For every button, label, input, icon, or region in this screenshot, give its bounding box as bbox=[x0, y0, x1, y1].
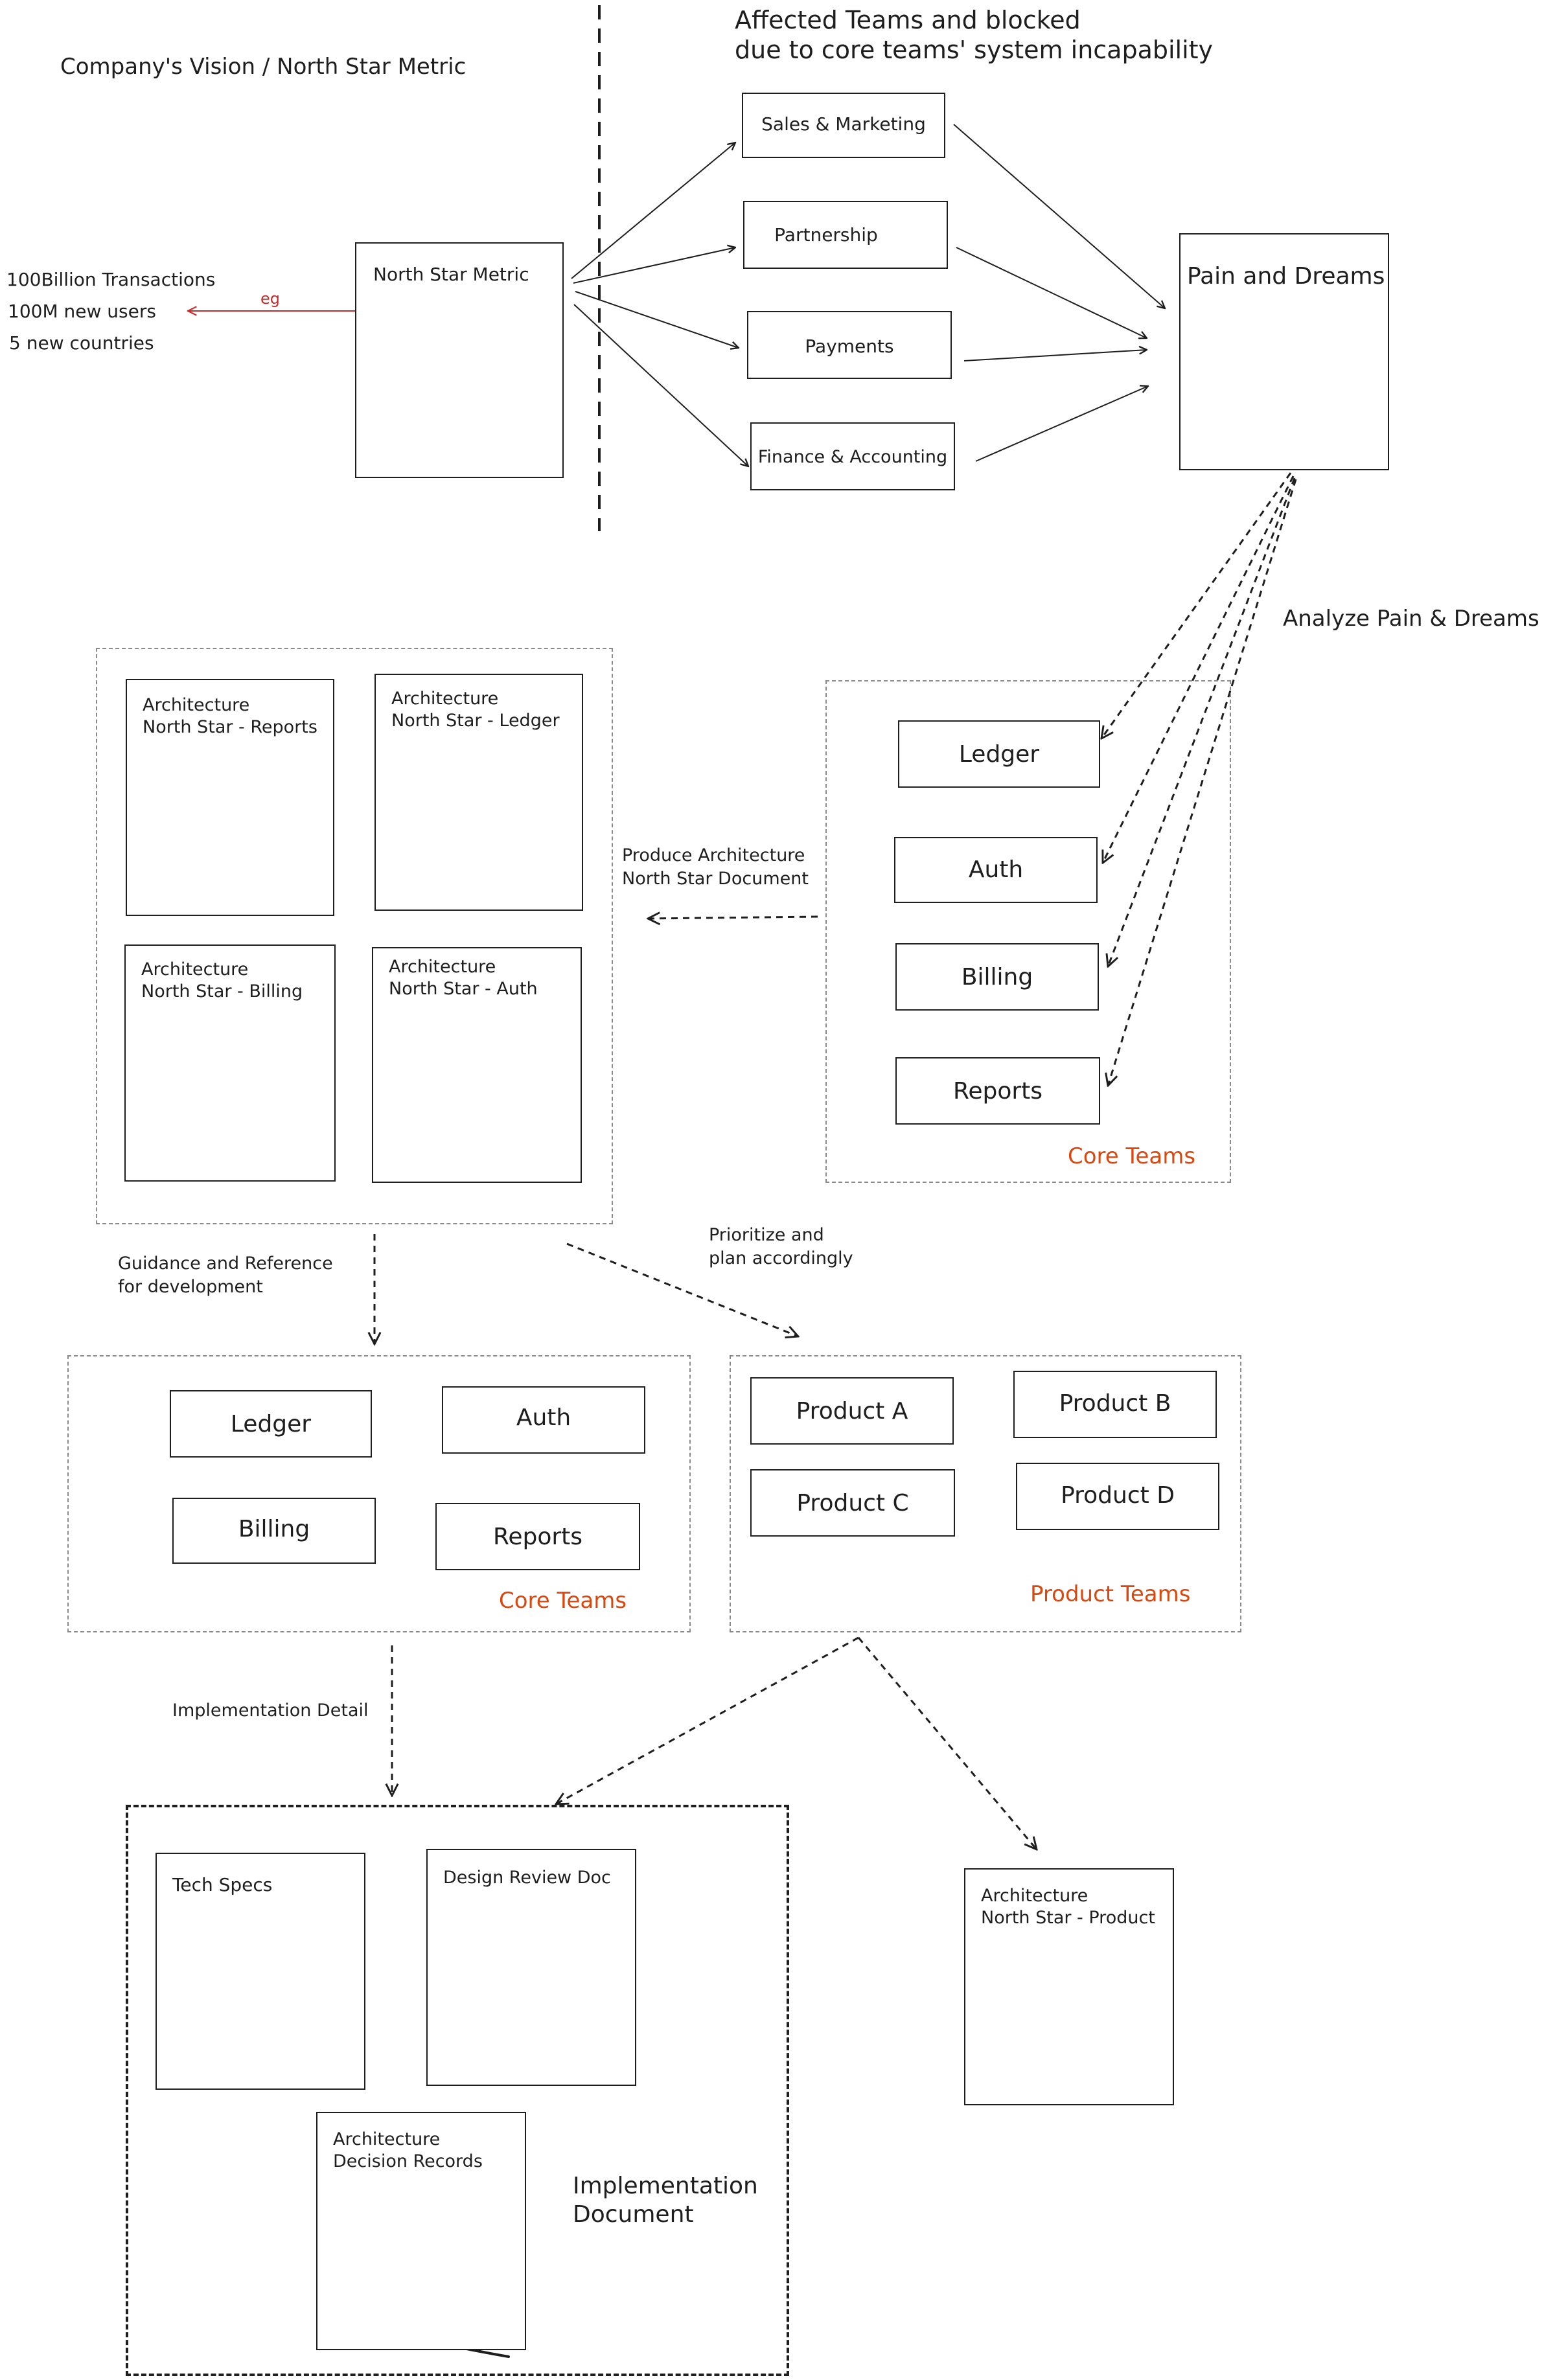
team-finance-accounting: Finance & Accounting bbox=[750, 422, 955, 490]
core-mid-ledger-label: Ledger bbox=[230, 1411, 312, 1437]
core-mid-reports: Reports bbox=[435, 1503, 640, 1570]
arch-doc-ledger: Architecture North Star - Ledger bbox=[374, 674, 583, 911]
core-mid-reports-label: Reports bbox=[492, 1524, 583, 1550]
vision-title: Company's Vision / North Star Metric bbox=[60, 54, 466, 80]
team-payments: Payments bbox=[747, 311, 952, 379]
core-mid-billing: Billing bbox=[172, 1498, 376, 1564]
arch-doc-ledger-line1: Architecture bbox=[391, 689, 499, 709]
example-transactions: 100Billion Transactions bbox=[6, 269, 216, 290]
arch-doc-billing-line1: Architecture bbox=[141, 959, 249, 979]
tech-specs-doc: Tech Specs bbox=[156, 1853, 365, 2090]
tech-specs-title: Tech Specs bbox=[172, 1874, 273, 1895]
core-mid-ledger: Ledger bbox=[170, 1390, 372, 1458]
arrow-ns-to-sales bbox=[571, 143, 735, 279]
team-payments-label: Payments bbox=[805, 336, 894, 357]
arrow-core-to-architecture bbox=[648, 917, 818, 919]
adr-title-line2: Decision Records bbox=[333, 2151, 483, 2171]
architecture-docs-group: Architecture North Star - Reports Archit… bbox=[96, 648, 613, 1224]
arch-doc-reports-line1: Architecture bbox=[143, 695, 250, 715]
arrow-pain-to-auth bbox=[1103, 475, 1295, 863]
implementation-detail-label: Implementation Detail bbox=[172, 1700, 369, 1721]
adr-title-line1: Architecture bbox=[333, 2129, 441, 2149]
north-star-doc: North Star Metric bbox=[355, 242, 564, 478]
affected-title-line2: due to core teams' system incapability bbox=[735, 36, 1214, 64]
core-top-billing-label: Billing bbox=[961, 964, 1033, 990]
arrow-finance-to-pain bbox=[975, 386, 1148, 462]
north-star-title: North Star Metric bbox=[373, 264, 529, 285]
arrow-ns-to-payments bbox=[575, 291, 739, 348]
arch-doc-auth-line2: North Star - Auth bbox=[389, 979, 538, 999]
product-d-label: Product D bbox=[1061, 1482, 1175, 1509]
arrow-pain-to-ledger bbox=[1101, 472, 1292, 738]
guidance-label-line2: for development bbox=[118, 1277, 263, 1297]
arch-doc-billing-line2: North Star - Billing bbox=[141, 981, 303, 1001]
arrow-product-to-implementation bbox=[556, 1636, 859, 1804]
product-teams-label: Product Teams bbox=[1030, 1581, 1191, 1607]
arrow-ns-to-partnership bbox=[573, 247, 735, 284]
design-review-doc: Design Review Doc bbox=[426, 1849, 636, 2086]
arch-doc-reports-line2: North Star - Reports bbox=[143, 717, 317, 737]
product-c: Product C bbox=[750, 1469, 955, 1537]
produce-label-line2: North Star Document bbox=[622, 869, 809, 889]
product-b: Product B bbox=[1013, 1371, 1217, 1438]
arrow-pain-to-billing bbox=[1108, 477, 1296, 967]
product-c-label: Product C bbox=[796, 1490, 909, 1516]
core-top-label: Core Teams bbox=[1068, 1143, 1196, 1169]
arrow-product-to-product-arch bbox=[857, 1637, 1037, 1849]
arch-doc-ledger-line2: North Star - Ledger bbox=[391, 711, 560, 731]
arrow-ns-to-finance bbox=[573, 304, 748, 466]
product-b-label: Product B bbox=[1059, 1390, 1171, 1417]
implementation-group: Tech Specs Design Review Doc Architectur… bbox=[126, 1805, 789, 2376]
prioritize-label-line2: plan accordingly bbox=[709, 1248, 853, 1268]
core-mid-label: Core Teams bbox=[499, 1588, 627, 1614]
arrow-payments-to-pain bbox=[963, 350, 1147, 361]
core-top-ledger-label: Ledger bbox=[958, 741, 1040, 768]
team-sales-marketing: Sales & Marketing bbox=[742, 93, 945, 158]
team-partnership: Partnership bbox=[743, 201, 948, 269]
product-arch-line2: North Star - Product bbox=[981, 1908, 1155, 1928]
analyze-label: Analyze Pain & Dreams bbox=[1283, 606, 1539, 632]
implementation-label-line2: Document bbox=[573, 2201, 694, 2228]
core-top-reports-label: Reports bbox=[952, 1078, 1043, 1104]
arch-doc-billing: Architecture North Star - Billing bbox=[124, 944, 336, 1182]
example-users: 100M new users bbox=[8, 301, 156, 322]
arch-doc-auth: Architecture North Star - Auth bbox=[372, 947, 582, 1183]
guidance-label-line1: Guidance and Reference bbox=[118, 1253, 333, 1274]
core-teams-mid-group: Ledger Auth Billing Reports Core Teams bbox=[67, 1355, 691, 1632]
arch-doc-auth-line1: Architecture bbox=[389, 957, 496, 977]
team-partnership-label: Partnership bbox=[774, 224, 878, 246]
implementation-label-line1: Implementation bbox=[573, 2173, 758, 2199]
product-arch-line1: Architecture bbox=[981, 1886, 1088, 1906]
arrow-pain-to-reports bbox=[1108, 479, 1297, 1086]
prioritize-label-line1: Prioritize and bbox=[709, 1225, 824, 1245]
adr-doc: Architecture Decision Records bbox=[316, 2112, 526, 2350]
eg-label: eg bbox=[260, 290, 280, 308]
core-teams-top-group: Ledger Auth Billing Reports Core Teams bbox=[825, 680, 1231, 1183]
core-top-auth-label: Auth bbox=[968, 856, 1024, 883]
product-a: Product A bbox=[750, 1377, 954, 1445]
design-review-title: Design Review Doc bbox=[443, 1868, 611, 1888]
arch-doc-reports: Architecture North Star - Reports bbox=[126, 679, 334, 916]
core-top-auth: Auth bbox=[894, 837, 1098, 903]
core-mid-auth: Auth bbox=[442, 1386, 645, 1454]
pain-and-dreams-doc: Pain and Dreams bbox=[1179, 233, 1389, 470]
team-sales-marketing-label: Sales & Marketing bbox=[761, 113, 926, 135]
product-a-label: Product A bbox=[796, 1398, 908, 1425]
team-finance-accounting-label: Finance & Accounting bbox=[757, 447, 948, 467]
pain-and-dreams-title: Pain and Dreams bbox=[1187, 263, 1385, 290]
product-d: Product D bbox=[1016, 1463, 1219, 1530]
core-top-billing: Billing bbox=[895, 943, 1099, 1011]
product-teams-group: Product A Product B Product C Product D … bbox=[730, 1355, 1241, 1632]
produce-label-line1: Produce Architecture bbox=[622, 845, 805, 865]
affected-title-line1: Affected Teams and blocked bbox=[735, 6, 1081, 34]
core-mid-auth-label: Auth bbox=[516, 1404, 571, 1431]
example-countries: 5 new countries bbox=[9, 332, 154, 354]
product-arch-doc: Architecture North Star - Product bbox=[964, 1868, 1174, 2105]
arrow-sales-to-pain bbox=[953, 124, 1165, 308]
core-mid-billing-label: Billing bbox=[238, 1516, 310, 1542]
arrow-partnership-to-pain bbox=[956, 247, 1147, 338]
core-top-reports: Reports bbox=[895, 1057, 1100, 1125]
core-top-ledger: Ledger bbox=[898, 720, 1100, 788]
